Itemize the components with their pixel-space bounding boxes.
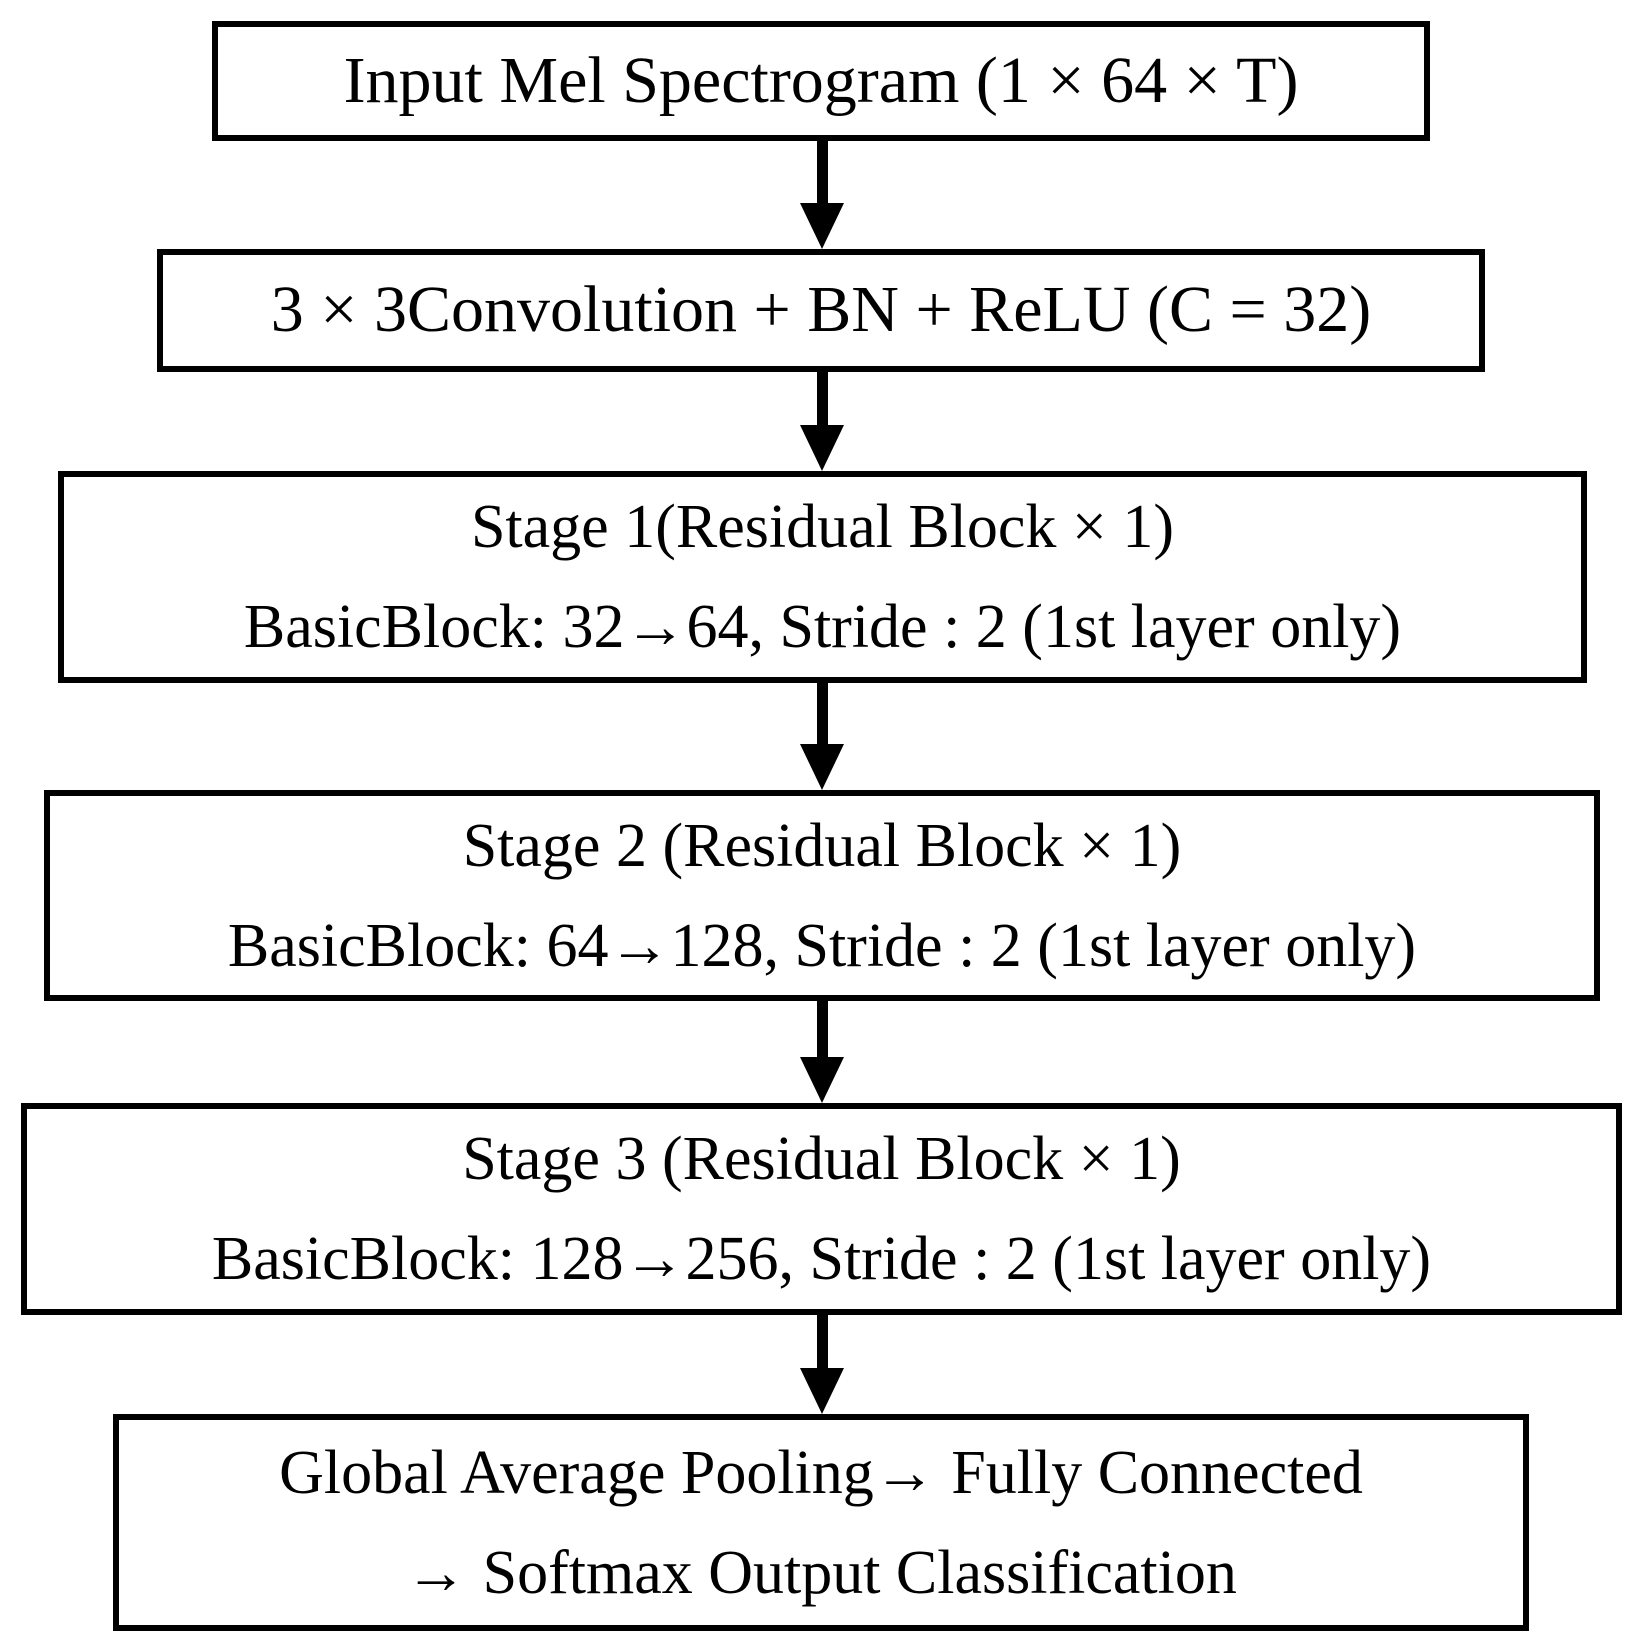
node-text: Input Mel Spectrogram (1 × 64 × T) bbox=[343, 43, 1299, 117]
arrow-shaft bbox=[816, 141, 828, 203]
node-text: BasicBlock: 128→256, Stride : 2 (1st lay… bbox=[211, 1225, 1432, 1293]
down-arrow-icon bbox=[800, 1315, 844, 1414]
node-stage-1: Stage 1(Residual Block × 1) BasicBlock: … bbox=[58, 471, 1587, 683]
arrow-head bbox=[800, 744, 844, 790]
down-arrow-icon bbox=[800, 141, 844, 249]
down-arrow-icon bbox=[800, 1001, 844, 1103]
arrow-head bbox=[800, 203, 844, 249]
arrow-shaft bbox=[816, 372, 828, 425]
node-gap-fc-softmax: Global Average Pooling→ Fully Connected … bbox=[113, 1414, 1529, 1631]
node-text: BasicBlock: 64→128, Stride : 2 (1st laye… bbox=[227, 911, 1417, 980]
node-text: BasicBlock: 32→64, Stride : 2 (1st layer… bbox=[243, 593, 1402, 661]
arrow-head bbox=[800, 1057, 844, 1103]
arrow-shaft bbox=[816, 1315, 828, 1368]
arrow-head bbox=[800, 425, 844, 471]
down-arrow-icon bbox=[800, 683, 844, 790]
down-arrow-icon bbox=[800, 372, 844, 471]
node-text: → Softmax Output Classification bbox=[405, 1538, 1237, 1607]
arrow-head bbox=[800, 1368, 844, 1414]
arrow-shaft bbox=[816, 1001, 828, 1057]
node-text: Stage 1(Residual Block × 1) bbox=[470, 493, 1175, 561]
node-text: Global Average Pooling→ Fully Connected bbox=[279, 1438, 1363, 1507]
node-stage-2: Stage 2 (Residual Block × 1) BasicBlock:… bbox=[44, 790, 1600, 1001]
node-text: Stage 2 (Residual Block × 1) bbox=[462, 811, 1182, 880]
node-text: Stage 3 (Residual Block × 1) bbox=[462, 1125, 1181, 1193]
arrow-shaft bbox=[816, 683, 828, 744]
node-stage-3: Stage 3 (Residual Block × 1) BasicBlock:… bbox=[21, 1103, 1622, 1315]
node-text: 3 × 3Convolution + BN + ReLU (C = 32) bbox=[270, 273, 1372, 347]
node-conv-bn-relu: 3 × 3Convolution + BN + ReLU (C = 32) bbox=[157, 249, 1485, 372]
node-input-mel-spectrogram: Input Mel Spectrogram (1 × 64 × T) bbox=[212, 21, 1430, 141]
